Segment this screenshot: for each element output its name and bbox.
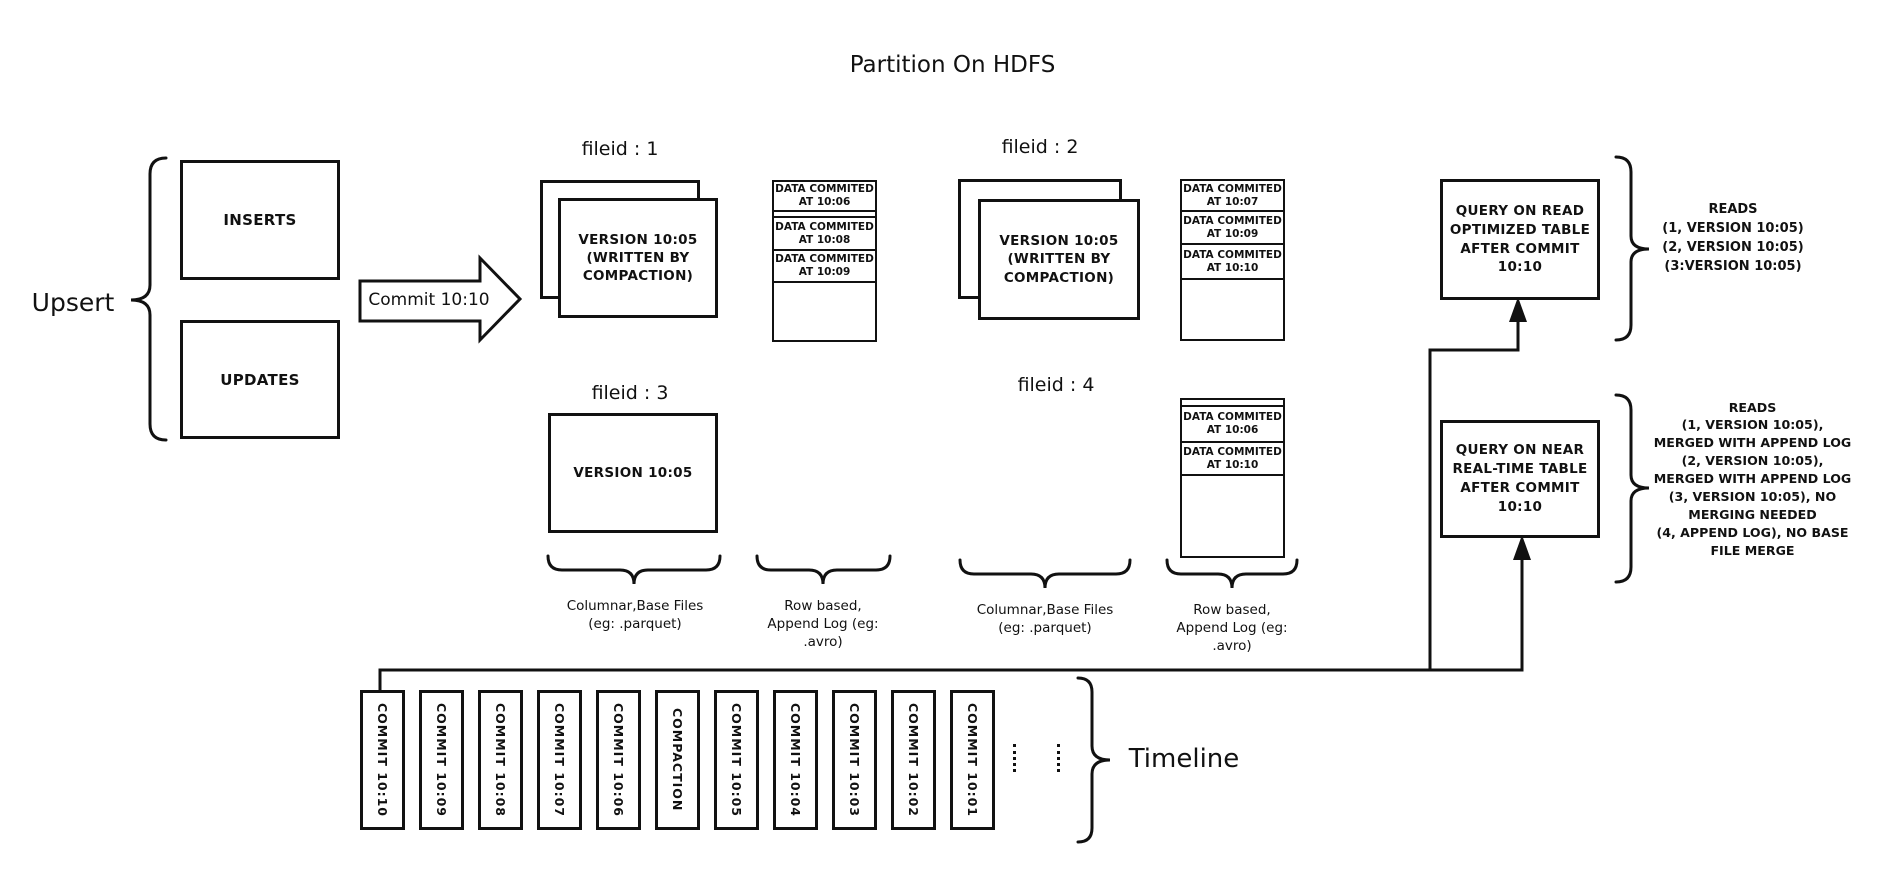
reads-brace-1: [1614, 155, 1650, 342]
diagram-title: Partition On HDFS: [849, 52, 1056, 78]
rowbased-brace-1: [755, 554, 892, 585]
timeline-commit-box: COMMIT 10:03: [832, 690, 877, 830]
timeline-commit-label: COMMIT 10:07: [552, 703, 567, 817]
log-gap: [774, 212, 875, 218]
upsert-brace: [130, 156, 168, 442]
timeline-commit-label: COMMIT 10:05: [729, 703, 744, 817]
fileid-1-append-log: DATA COMMITED AT 10:06 DATA COMMITED AT …: [772, 180, 877, 342]
timeline-commit-box: COMMIT 10:01: [950, 690, 995, 830]
log-gap: [1182, 400, 1283, 407]
fileid-2-append-log: DATA COMMITED AT 10:07 DATA COMMITED AT …: [1180, 179, 1285, 341]
fileid-4-label: fileid : 4: [1017, 374, 1095, 396]
timeline-commit-label: COMMIT 10:04: [788, 703, 803, 817]
log-entry: DATA COMMITED AT 10:09: [774, 251, 875, 283]
log-entry: DATA COMMITED AT 10:08: [774, 218, 875, 251]
arrowhead-read-optimized: [1509, 297, 1527, 322]
fileid-1-label: fileid : 1: [581, 138, 659, 160]
fileid-3-label: fileid : 3: [591, 382, 669, 404]
reads-brace-2: [1614, 393, 1650, 584]
log-entry: DATA COMMITED AT 10:07: [1182, 181, 1283, 212]
fileid-4-append-log: DATA COMMITED AT 10:06 DATA COMMITED AT …: [1180, 398, 1285, 558]
row-based-append-log-caption-1: Row based, Append Log (eg: .avro): [767, 597, 879, 651]
timeline-ellipsis-dots: [1057, 744, 1060, 772]
log-entry: DATA COMMITED AT 10:06: [774, 182, 875, 212]
columnar-base-files-caption-1: Columnar,Base Files (eg: .parquet): [566, 597, 704, 632]
timeline-commit-box: COMMIT 10:05: [714, 690, 759, 830]
upsert-label: Upsert: [31, 287, 115, 317]
fileid-2-base-file: VERSION 10:05 (WRITTEN BY COMPACTION): [978, 199, 1140, 320]
timeline-compaction-label: COMPACTION: [670, 708, 685, 812]
timeline-to-readoptimized-line: [1428, 303, 1520, 672]
timeline-compaction-box: COMPACTION: [655, 690, 700, 830]
updates-box: UPDATES: [180, 320, 340, 439]
timeline-label: Timeline: [1128, 744, 1240, 774]
timeline-brace: [1076, 676, 1111, 844]
columnar-base-files-caption-2: Columnar,Base Files (eg: .parquet): [976, 601, 1114, 636]
timeline-ellipsis-dots: [1013, 744, 1016, 772]
reads-read-optimized: READS (1, VERSION 10:05) (2, VERSION 10:…: [1662, 202, 1804, 274]
inserts-label: INSERTS: [223, 211, 297, 229]
log-entry: DATA COMMITED AT 10:10: [1182, 245, 1283, 280]
timeline-commit-label: COMMIT 10:01: [965, 703, 980, 817]
log-entry: DATA COMMITED AT 10:06: [1182, 407, 1283, 443]
row-based-append-log-caption-2: Row based, Append Log (eg: .avro): [1176, 601, 1288, 655]
timeline-commit-box: COMMIT 10:08: [478, 690, 523, 830]
query-near-realtime-box: QUERY ON NEAR REAL-TIME TABLE AFTER COMM…: [1440, 420, 1600, 538]
fileid-2-label: fileid : 2: [1001, 136, 1079, 158]
inserts-box: INSERTS: [180, 160, 340, 280]
columnar-brace-2: [958, 558, 1132, 589]
fileid-3-base-file: VERSION 10:05: [548, 413, 718, 533]
reads-near-realtime: READS (1, VERSION 10:05), MERGED WITH AP…: [1653, 399, 1852, 558]
timeline-commit-label: COMMIT 10:06: [611, 703, 626, 817]
timeline-commit-label: COMMIT 10:09: [434, 703, 449, 817]
timeline-commit-label: COMMIT 10:02: [906, 703, 921, 817]
rowbased-brace-2: [1165, 558, 1299, 589]
timeline-commit-label: COMMIT 10:10: [375, 703, 390, 817]
timeline-commit-box: COMMIT 10:07: [537, 690, 582, 830]
query-read-optimized-box: QUERY ON READ OPTIMIZED TABLE AFTER COMM…: [1440, 179, 1600, 300]
timeline-to-realtime-line: [378, 543, 1524, 692]
commit-arrow-label: Commit 10:10: [368, 290, 490, 310]
commit-arrow-shape: [358, 254, 523, 344]
timeline-commit-box: COMMIT 10:09: [419, 690, 464, 830]
fileid-1-base-file: VERSION 10:05 (WRITTEN BY COMPACTION): [558, 198, 718, 318]
timeline-commit-label: COMMIT 10:08: [493, 703, 508, 817]
timeline-commit-box: COMMIT 10:04: [773, 690, 818, 830]
timeline-commit-box: COMMIT 10:10: [360, 690, 405, 830]
columnar-brace-1: [546, 554, 722, 585]
log-entry: DATA COMMITED AT 10:09: [1182, 212, 1283, 245]
timeline-commit-box: COMMIT 10:02: [891, 690, 936, 830]
timeline-commit-box: COMMIT 10:06: [596, 690, 641, 830]
log-entry: DATA COMMITED AT 10:10: [1182, 443, 1283, 476]
timeline-commit-label: COMMIT 10:03: [847, 703, 862, 817]
arrowhead-realtime: [1513, 535, 1531, 560]
updates-label: UPDATES: [220, 370, 300, 389]
